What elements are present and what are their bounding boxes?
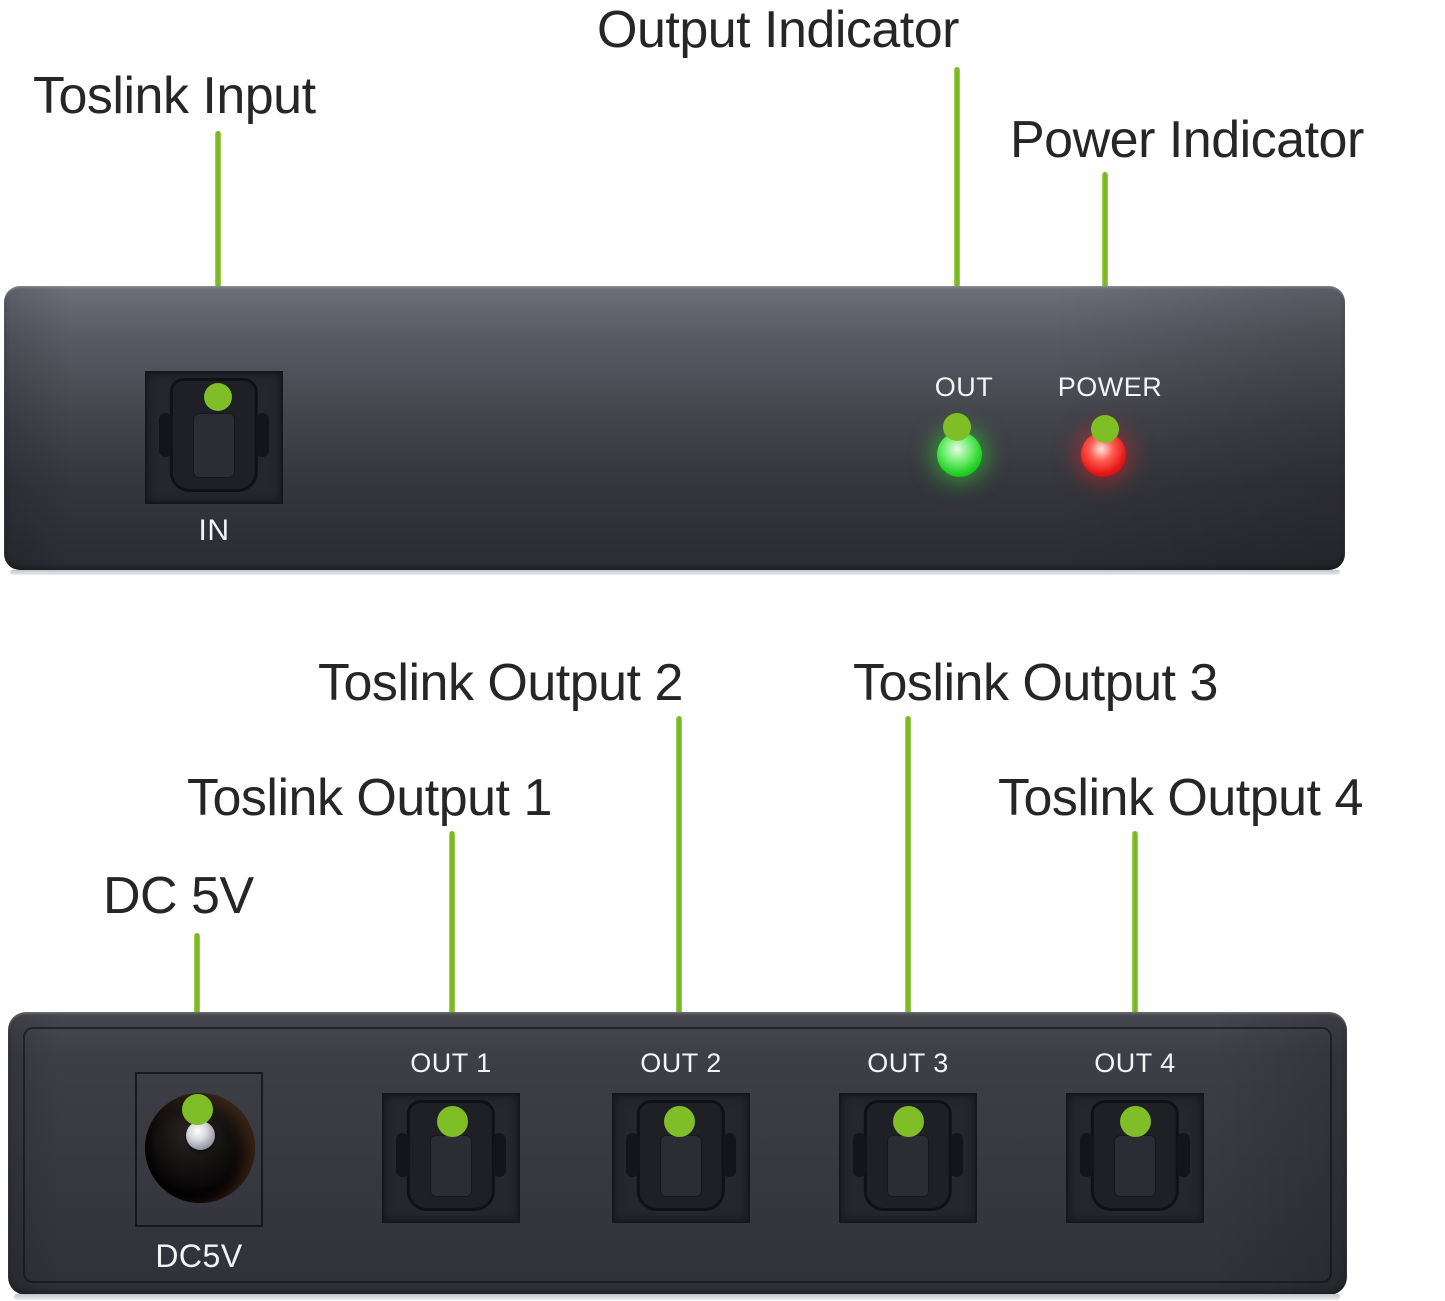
- toslink-out2-flap: [660, 1134, 702, 1198]
- callout-dot-toslink-output-4: [1120, 1106, 1151, 1137]
- callout-dot-output-indicator: [943, 413, 971, 441]
- callout-label-power-indicator: Power Indicator: [1010, 111, 1364, 169]
- toslink-out2-notch-right: [723, 1133, 736, 1178]
- toslink-out1-notch-right: [493, 1133, 506, 1178]
- callout-label-toslink-input: Toslink Input: [33, 67, 316, 125]
- dc-jack-pin: [186, 1121, 215, 1150]
- callout-line-output-indicator: [954, 67, 960, 427]
- toslink-out2-socket: [636, 1100, 726, 1211]
- callout-dot-dc-5v: [182, 1094, 213, 1125]
- callout-label-dc-5v: DC 5V: [103, 867, 254, 925]
- out1-port-label: OUT 1: [410, 1048, 492, 1078]
- rear-panel-face: [23, 1027, 1332, 1283]
- callout-line-toslink-input: [215, 131, 221, 397]
- dc-port-label: DC5V: [155, 1238, 243, 1274]
- toslink-in-flap: [193, 413, 235, 479]
- callout-dot-toslink-input: [204, 383, 232, 411]
- toslink-out3-port: [839, 1093, 977, 1223]
- toslink-out4-notch-left: [1080, 1133, 1093, 1178]
- toslink-out3-notch-left: [853, 1133, 866, 1178]
- callout-label-toslink-output-1: Toslink Output 1: [187, 769, 552, 827]
- callout-line-toslink-output-3: [905, 716, 911, 1121]
- callout-dot-power-indicator: [1091, 415, 1119, 443]
- front-panel-shadow: [10, 570, 1340, 575]
- out2-port-label: OUT 2: [640, 1048, 722, 1078]
- toslink-out4-notch-right: [1177, 1133, 1190, 1178]
- toslink-out3-flap: [887, 1134, 929, 1198]
- callout-line-toslink-output-4: [1132, 831, 1138, 1121]
- toslink-out1-notch-left: [396, 1133, 409, 1178]
- in-port-label: IN: [198, 514, 230, 547]
- power-led-label: POWER: [1057, 372, 1163, 402]
- callout-dot-toslink-output-3: [893, 1106, 924, 1137]
- toslink-out1-flap: [430, 1134, 472, 1198]
- callout-label-output-indicator: Output Indicator: [597, 1, 960, 59]
- callout-line-toslink-output-1: [449, 831, 455, 1121]
- toslink-in-notch-right: [256, 412, 269, 457]
- toslink-in-notch-left: [159, 412, 172, 457]
- out3-port-label: OUT 3: [867, 1048, 949, 1078]
- callout-line-toslink-output-2: [676, 716, 682, 1121]
- rear-panel-shadow: [14, 1294, 1340, 1300]
- callout-label-toslink-output-4: Toslink Output 4: [998, 769, 1363, 827]
- out4-port-label: OUT 4: [1094, 1048, 1176, 1078]
- callout-label-toslink-output-3: Toslink Output 3: [853, 654, 1218, 712]
- callout-dot-toslink-output-2: [664, 1106, 695, 1137]
- toslink-out2-notch-left: [626, 1133, 639, 1178]
- callout-dot-toslink-output-1: [437, 1106, 468, 1137]
- toslink-out4-flap: [1114, 1134, 1156, 1198]
- toslink-out3-notch-right: [950, 1133, 963, 1178]
- out-led-label: OUT: [934, 372, 994, 402]
- dc-jack-outline: [135, 1072, 263, 1227]
- callout-label-toslink-output-2: Toslink Output 2: [318, 654, 683, 712]
